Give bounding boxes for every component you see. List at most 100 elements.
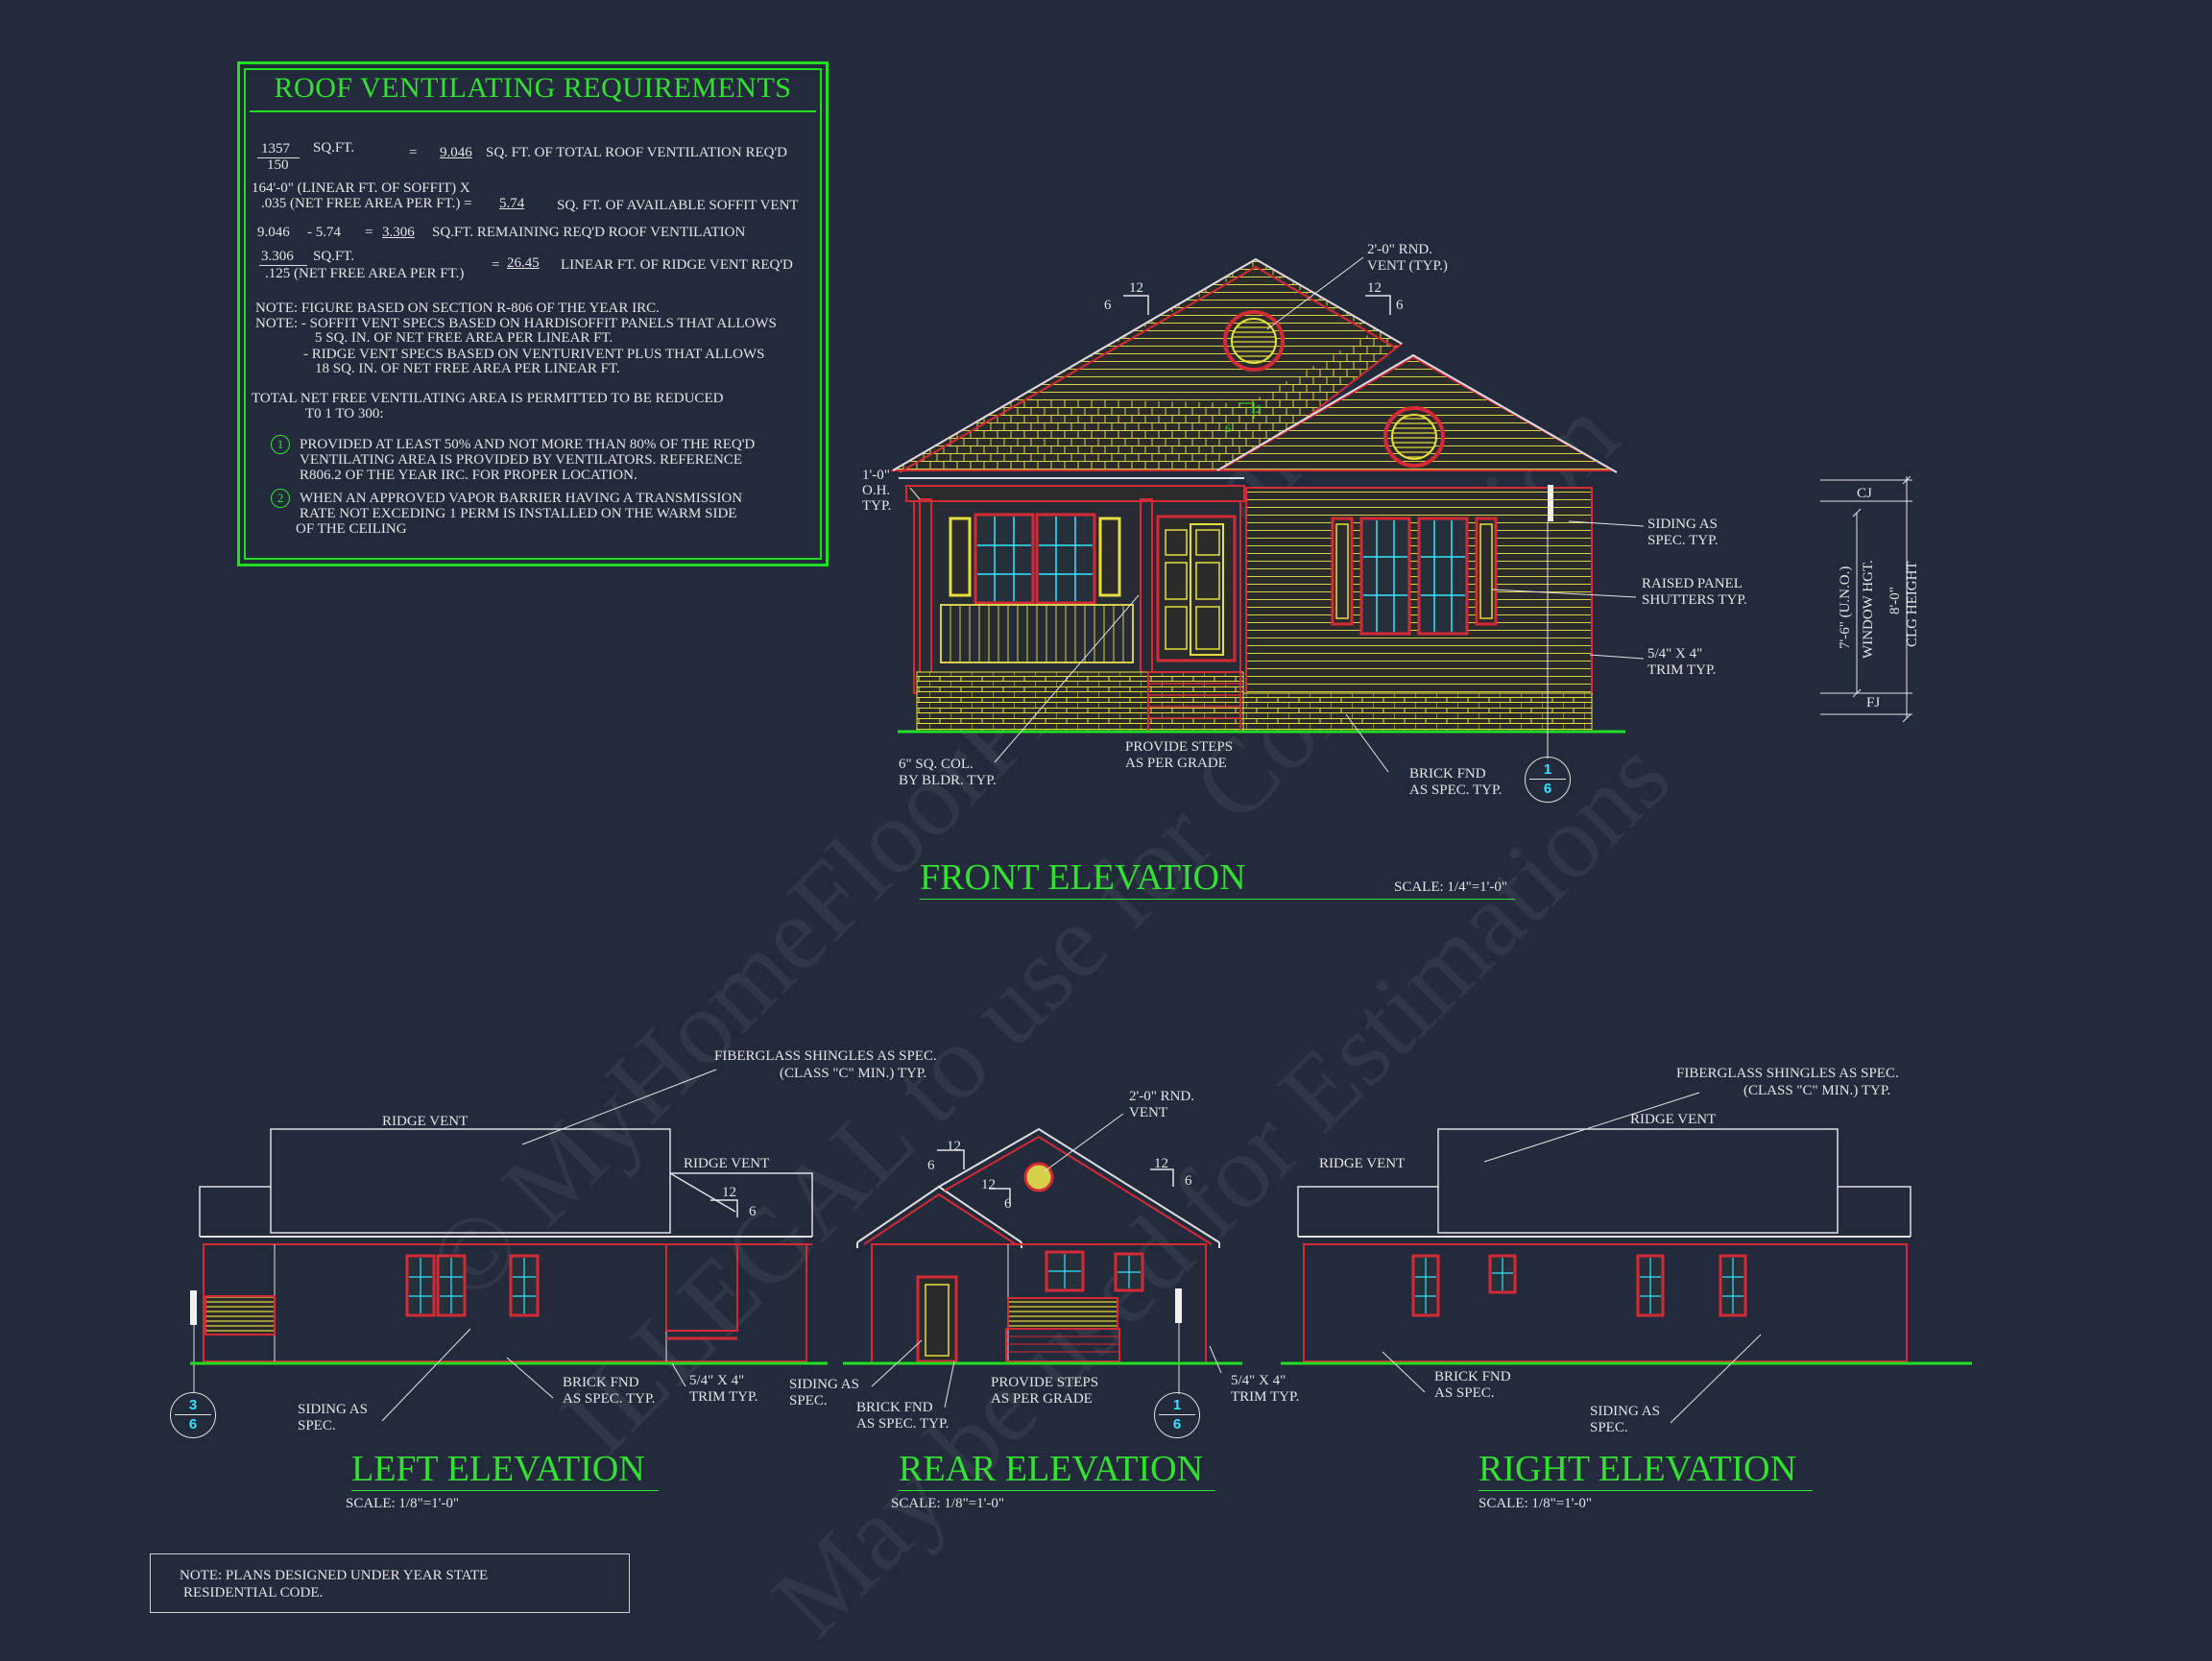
- vent-l4-frac-bar: [259, 265, 307, 266]
- vent-cond-2-marker: 2: [271, 489, 290, 508]
- right-siding-1: SIDING AS: [1590, 1404, 1660, 1419]
- height-dimensions: [1820, 475, 1912, 723]
- vent-l2a: 164'-0" (LINEAR FT. OF SOFFIT) X: [252, 181, 470, 196]
- vent-l2-val: 5.74: [499, 196, 525, 211]
- front-scale: SCALE: 1/4"=1'-0": [1394, 879, 1507, 895]
- front-elevation-drawing: [889, 256, 1645, 773]
- vent-l3b: - 5.74: [307, 225, 341, 240]
- front-vent-label-1: 2'-0" RND.: [1367, 242, 1432, 257]
- vent-cond-1b: VENTILATING AREA IS PROVIDED BY VENTILAT…: [300, 452, 742, 468]
- vent-l3-val: 3.306: [382, 225, 415, 240]
- vent-l4-val: 26.45: [507, 255, 540, 271]
- rear-brick-1: BRICK FND: [856, 1400, 933, 1415]
- front-oh-1: 1'-0": [862, 468, 890, 483]
- left-elevation-title: LEFT ELEVATION: [351, 1449, 645, 1489]
- height-uno: 7'-6" (U.N.O.): [1838, 566, 1853, 649]
- rear-section-tag: 1 6: [1154, 1392, 1200, 1438]
- left-title-underline: [351, 1490, 659, 1491]
- vent-l1-frac-bar: [257, 157, 300, 158]
- left-siding-1: SIDING AS: [298, 1402, 368, 1417]
- rear-brick-2: AS SPEC. TYP.: [856, 1416, 950, 1432]
- vent-l2-desc: SQ. FT. OF AVAILABLE SOFFIT VENT: [557, 198, 799, 213]
- left-tag-bot: 6: [188, 1416, 198, 1432]
- front-pitch-12-left: 12: [1129, 280, 1143, 296]
- code-note-line-1: NOTE: PLANS DESIGNED UNDER YEAR STATE: [180, 1568, 489, 1583]
- left-siding-2: SPEC.: [298, 1418, 336, 1433]
- right-elevation-title: RIGHT ELEVATION: [1479, 1449, 1797, 1489]
- right-ridge-2: RIDGE VENT: [1319, 1156, 1406, 1171]
- rear-p3-6: 6: [1185, 1173, 1192, 1189]
- left-section-tag: 3 6: [170, 1392, 216, 1438]
- front-siding-1: SIDING AS: [1647, 517, 1718, 532]
- front-tag-bot: 6: [1543, 781, 1552, 797]
- rear-vent-1: 2'-0" RND.: [1129, 1089, 1194, 1104]
- vent-l1-eq: =: [409, 145, 418, 160]
- front-shutter-2: SHUTTERS TYP.: [1642, 592, 1747, 608]
- vent-l3a: 9.046: [257, 225, 290, 240]
- vent-l4-num: 3.306: [261, 249, 294, 264]
- right-shingle-2: (CLASS "C" MIN.) TYP.: [1743, 1083, 1891, 1098]
- left-brick-1: BRICK FND: [563, 1375, 639, 1390]
- right-shingle-1: FIBERGLASS SHINGLES AS SPEC.: [1676, 1066, 1899, 1081]
- rear-scale: SCALE: 1/8"=1'-0": [891, 1496, 1004, 1511]
- vent-l1-val: 9.046: [440, 145, 472, 160]
- vent-l4-unit: SQ.FT.: [313, 249, 355, 264]
- rear-elevation-title: REAR ELEVATION: [899, 1449, 1204, 1489]
- height-cj: CJ: [1857, 486, 1872, 501]
- front-inner-pitch-12: 12: [1250, 402, 1262, 416]
- rear-tag-top: 1: [1172, 1397, 1182, 1413]
- vent-cond-2b: RATE NOT EXCEDING 1 PERM IS INSTALLED ON…: [300, 506, 737, 521]
- vent-cond-2a: WHEN AN APPROVED VAPOR BARRIER HAVING A …: [300, 491, 743, 506]
- right-title-underline: [1479, 1490, 1813, 1491]
- vent-l1-num: 1357: [261, 141, 290, 156]
- front-brick-1: BRICK FND: [1409, 766, 1486, 782]
- front-brick-2: AS SPEC. TYP.: [1409, 782, 1503, 798]
- rear-elevation-drawing: [843, 1113, 1242, 1408]
- vent-l1-den: 150: [267, 157, 289, 173]
- vent-l2b: .035 (NET FREE AREA PER FT.) =: [261, 196, 472, 211]
- height-window: WINDOW HGT.: [1861, 560, 1876, 659]
- front-tag-top: 1: [1543, 761, 1552, 778]
- vent-note-5: 18 SQ. IN. OF NET FREE AREA PER LINEAR F…: [315, 361, 620, 376]
- front-elevation-title: FRONT ELEVATION: [920, 857, 1246, 898]
- front-section-tag: 1 6: [1525, 757, 1571, 803]
- right-brick-1: BRICK FND: [1434, 1369, 1511, 1384]
- front-pitch-6-right: 6: [1396, 298, 1404, 313]
- vent-l4-den: .125 (NET FREE AREA PER FT.): [265, 266, 465, 281]
- vent-l4-desc: LINEAR FT. OF RIDGE VENT REQ'D: [561, 257, 793, 273]
- left-shingle-2: (CLASS "C" MIN.) TYP.: [780, 1066, 927, 1081]
- vent-cond-1a: PROVIDED AT LEAST 50% AND NOT MORE THAN …: [300, 437, 756, 452]
- front-steps-2: AS PER GRADE: [1125, 756, 1227, 771]
- left-tag-top: 3: [188, 1397, 198, 1413]
- rear-p1-6: 6: [927, 1158, 935, 1173]
- vent-cond-1-marker: 1: [271, 435, 290, 454]
- front-pitch-12-right: 12: [1367, 280, 1382, 296]
- rear-trim-2: TRIM TYP.: [1231, 1389, 1300, 1405]
- front-inner-pitch-6: 6: [1225, 421, 1231, 435]
- vent-l1-desc: SQ. FT. OF TOTAL ROOF VENTILATION REQ'D: [486, 145, 788, 160]
- front-oh-2: O.H.: [862, 483, 891, 498]
- rear-tag-bot: 6: [1172, 1416, 1182, 1432]
- left-shingle-1: FIBERGLASS SHINGLES AS SPEC.: [714, 1048, 937, 1064]
- right-siding-2: SPEC.: [1590, 1420, 1628, 1435]
- front-trim-1: 5/4" X 4": [1647, 646, 1703, 662]
- left-brick-2: AS SPEC. TYP.: [563, 1391, 656, 1407]
- front-oh-3: TYP.: [862, 498, 892, 514]
- left-scale: SCALE: 1/8"=1'-0": [346, 1496, 459, 1511]
- height-clg-2: CLG HEIGHT: [1905, 561, 1920, 647]
- code-note-box: NOTE: PLANS DESIGNED UNDER YEAR STATE RE…: [150, 1553, 630, 1613]
- rear-vent-2: VENT: [1129, 1105, 1167, 1120]
- vent-total-2: T0 1 TO 300:: [305, 406, 384, 421]
- front-vent-label-2: VENT (TYP.): [1367, 258, 1448, 274]
- rear-siding-1: SIDING AS: [789, 1377, 859, 1392]
- vent-l3-desc: SQ.FT. REMAINING REQ'D ROOF VENTILATION: [432, 225, 746, 240]
- left-elevation-drawing: [190, 1069, 828, 1422]
- left-pitch-6: 6: [749, 1204, 757, 1219]
- front-trim-2: TRIM TYP.: [1647, 662, 1717, 678]
- vent-l1-unit: SQ.FT.: [313, 140, 355, 156]
- rear-siding-2: SPEC.: [789, 1393, 828, 1408]
- right-brick-2: AS SPEC.: [1434, 1385, 1495, 1401]
- front-col-1: 6" SQ. COL.: [899, 757, 974, 772]
- right-scale: SCALE: 1/8"=1'-0": [1479, 1496, 1592, 1511]
